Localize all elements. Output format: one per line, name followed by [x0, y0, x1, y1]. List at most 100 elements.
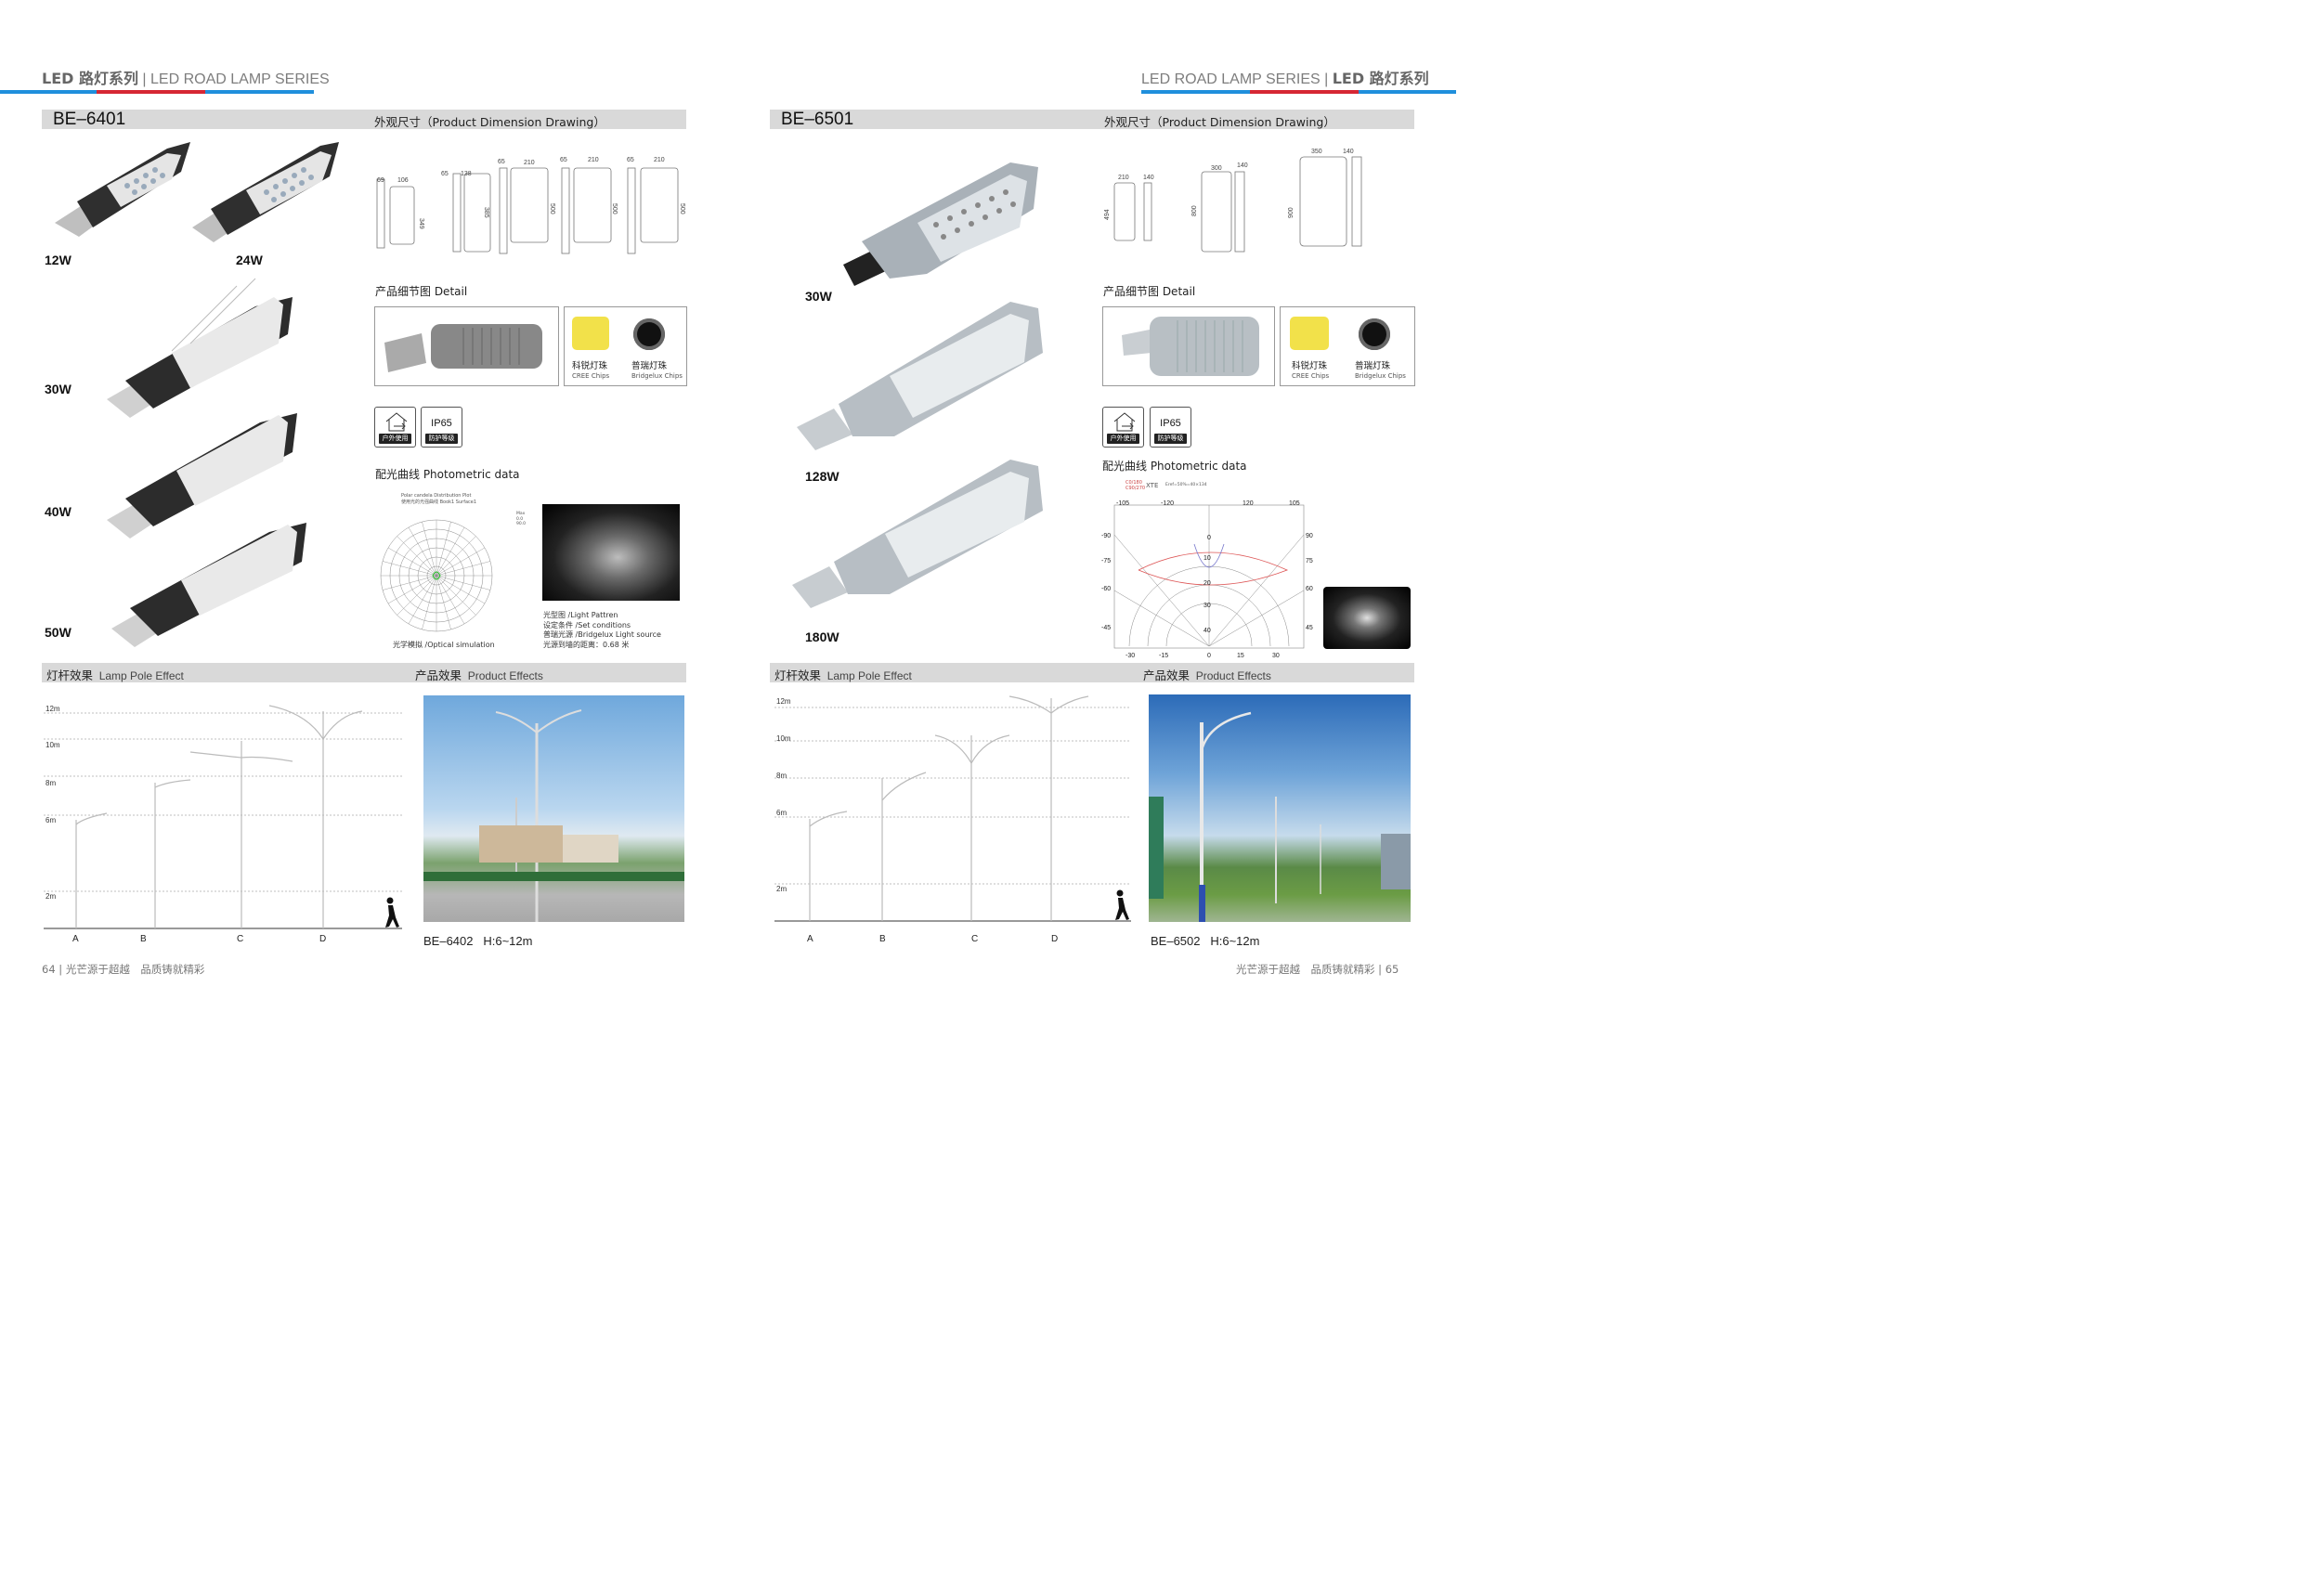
left-watt-24w: 24W — [236, 253, 263, 267]
left-footer: 64 | 光芒源于超越 品质铸就精彩 — [42, 963, 205, 976]
left-photometric-title: 配光曲线 Photometric data — [375, 468, 520, 481]
rdim-3b: 140 — [1343, 149, 1354, 155]
right-bridgelux-chip-image — [1359, 318, 1390, 350]
lamp-40w-image — [107, 413, 297, 538]
dim-5c: 500 — [679, 203, 685, 214]
lamp-30w-grey-image — [843, 162, 1038, 286]
light-pattern-image — [542, 504, 680, 601]
right-ip65-icon: IP65 防护等级 — [1150, 407, 1191, 448]
left-effect-title: 产品效果 Product Effects — [415, 668, 543, 682]
right-chips-box: 科锐灯珠 CREE Chips 普瑞灯珠 Bridgelux Chips — [1280, 306, 1415, 386]
polar-title-2: 使用光的光强曲线 Book1 Surface1 — [401, 500, 477, 505]
left-ip65-icon: IP65 防护等级 — [421, 407, 462, 448]
rdim-3c: 900 — [1288, 207, 1295, 218]
tick-b-5: 30 — [1272, 653, 1280, 659]
lamp-50w-image — [111, 523, 306, 647]
rdim-2c: 800 — [1191, 205, 1198, 216]
dim-3a: 65 — [498, 159, 505, 165]
protect-label: 防护等级 — [425, 434, 458, 444]
right-lamp-products — [792, 162, 1043, 608]
right-photometric-chart: -105 -120 120 105 -90 -75 -60 -45 90 75 … — [1101, 500, 1313, 659]
lamp-12w-image — [55, 142, 190, 237]
tick-right-3: 60 — [1306, 586, 1313, 592]
rh-2m: 2m — [776, 885, 787, 893]
pole-c: C — [237, 934, 243, 944]
left-watt-50w: 50W — [45, 625, 72, 640]
tick-c-2: 20 — [1204, 580, 1211, 587]
pole-a: A — [72, 934, 79, 944]
left-header-blue-bar-2 — [205, 90, 314, 94]
tick-c-0: 0 — [1207, 535, 1211, 541]
dim-5a: 65 — [627, 157, 634, 163]
right-watt-128w: 128W — [805, 469, 839, 484]
right-pedestrian-icon — [1115, 889, 1129, 920]
rdim-1a: 210 — [1118, 175, 1129, 181]
tick-right-1: 90 — [1306, 533, 1313, 539]
dim-2a: 65 — [441, 171, 449, 177]
tick-c-4: 40 — [1204, 628, 1211, 634]
right-photo-caption: BE–6502 H:6~12m — [1151, 934, 1260, 948]
right-dimension-drawings: 210 140 494 300 140 800 350 140 900 — [1104, 149, 1362, 253]
rh-8m: 8m — [776, 772, 787, 780]
dim-4a: 65 — [560, 157, 567, 163]
left-chips-box: 科锐灯珠 CREE Chips 普瑞灯珠 Bridgelux Chips — [564, 306, 687, 386]
tick-top-2: -120 — [1161, 500, 1174, 507]
cree-chip-image — [572, 317, 609, 350]
right-detail-title: 产品细节图 Detail — [1103, 285, 1196, 298]
h-6m: 6m — [46, 816, 56, 824]
tick-right-4: 45 — [1306, 625, 1313, 631]
left-series-heading: LED 路灯系列 | LED ROAD LAMP SERIES — [42, 70, 330, 87]
right-pole-title: 灯杆效果 Lamp Pole Effect — [774, 668, 912, 682]
right-effects-band — [770, 663, 1414, 682]
h-8m: 8m — [46, 779, 56, 787]
dim-1b: 106 — [397, 177, 409, 184]
tick-left-3: -60 — [1101, 586, 1111, 592]
tick-b-4: 15 — [1237, 653, 1244, 659]
pole-d: D — [319, 934, 326, 944]
left-polar-plot — [380, 519, 493, 632]
left-model-band — [42, 110, 686, 129]
tick-b-3: 0 — [1207, 653, 1211, 659]
tick-top-3: 120 — [1243, 500, 1254, 507]
left-header-red-bar — [97, 90, 205, 94]
left-detail-title: 产品细节图 Detail — [375, 285, 468, 298]
tick-b-2: -15 — [1159, 653, 1168, 659]
left-watt-12w: 12W — [45, 253, 72, 267]
tick-left-1: -90 — [1101, 533, 1111, 539]
right-header-blue-bar — [1141, 90, 1250, 94]
h-2m: 2m — [46, 892, 56, 901]
h-10m: 10m — [46, 741, 60, 749]
left-dimension-drawings: 69 106 349 65 138 385 65 210 500 65 210 … — [376, 157, 685, 254]
polar-title-1: Polar candela Distribution Plot — [401, 493, 472, 499]
right-chip1-label: 科锐灯珠 — [1292, 361, 1328, 371]
right-chip2-sub: Bridgelux Chips — [1355, 372, 1406, 380]
tick-top-1: -105 — [1116, 500, 1129, 507]
tick-c-3: 30 — [1204, 603, 1211, 609]
dim-3b: 210 — [524, 160, 535, 166]
tick-right-2: 75 — [1306, 558, 1313, 564]
right-light-pattern-image — [1323, 587, 1411, 649]
right-model-band — [770, 110, 1414, 129]
dim-2b: 138 — [461, 171, 472, 177]
right-protect-label: 防护等级 — [1154, 434, 1187, 444]
bridgelux-chip-image — [633, 318, 665, 350]
tick-left-2: -75 — [1101, 558, 1111, 564]
right-series-heading: LED ROAD LAMP SERIES | LED 路灯系列 — [1141, 70, 1429, 87]
lamp-30w-image — [107, 278, 293, 418]
dim-5b: 210 — [654, 157, 665, 163]
pole-b: B — [140, 934, 147, 944]
right-photometric-title: 配光曲线 Photometric data — [1102, 460, 1247, 473]
left-watt-40w: 40W — [45, 504, 72, 519]
ip65-text: IP65 — [431, 418, 452, 429]
right-outdoor-icon: 户外使用 — [1102, 407, 1144, 448]
rdim-2b: 140 — [1237, 162, 1248, 169]
tick-top-4: 105 — [1289, 500, 1300, 507]
h-12m: 12m — [46, 705, 60, 713]
left-pole-diagram: 12m 10m 8m 6m 2m A B C D — [44, 705, 402, 944]
chip2-sub: Bridgelux Chips — [631, 372, 683, 380]
dim-2c: 385 — [483, 207, 489, 218]
rh-12m: 12m — [776, 697, 791, 706]
